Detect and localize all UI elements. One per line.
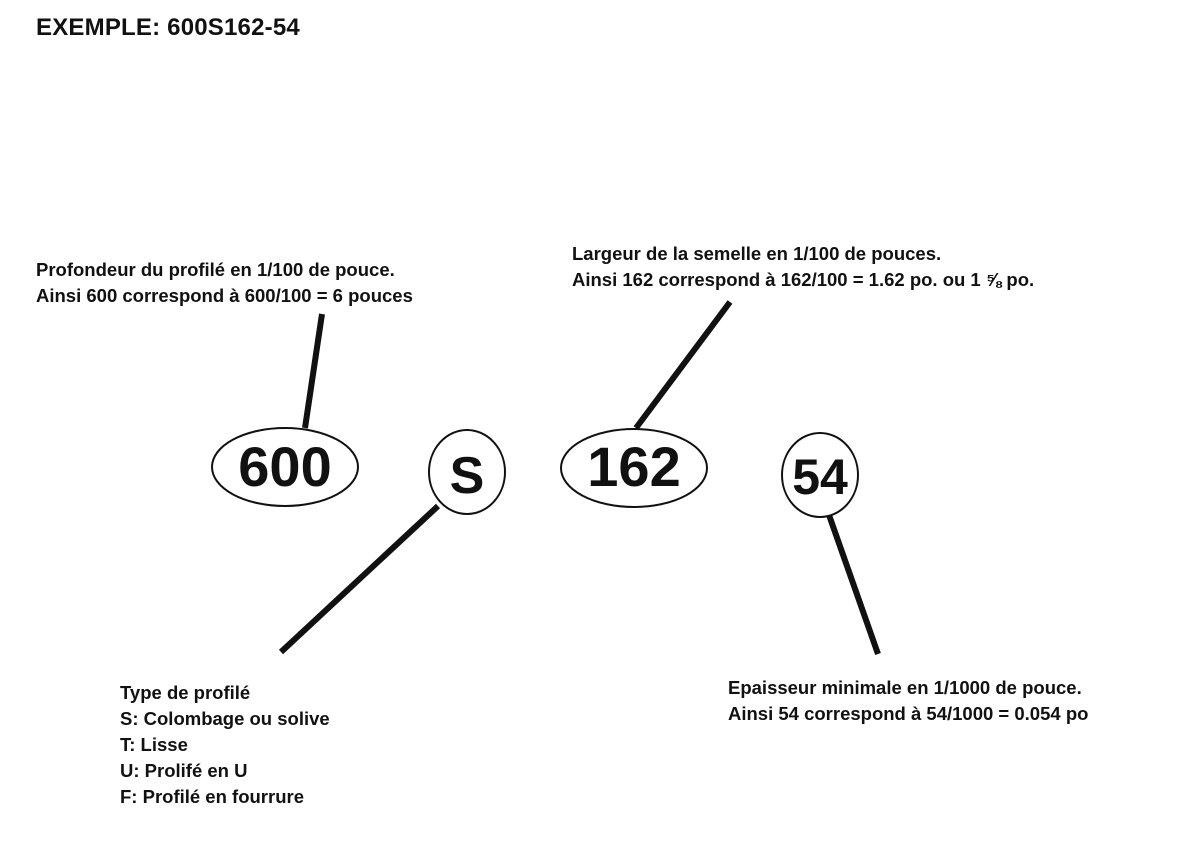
- diagram-title: EXEMPLE: 600S162-54: [36, 14, 300, 41]
- width-leader-line: [633, 300, 733, 430]
- thickness-ellipse: [781, 432, 859, 518]
- width-note-line-1: Largeur de la semelle en 1/100 de pouces…: [572, 243, 942, 264]
- depth-ellipse: [211, 427, 359, 507]
- type-note-item-f: F: Profilé en fourrure: [120, 786, 304, 807]
- thickness-code: 54: [792, 449, 848, 505]
- depth-note-line-1: Profondeur du profilé en 1/100 de pouce.: [36, 259, 395, 280]
- width-note-line-2: Ainsi 162 correspond à 162/100 = 1.62 po…: [572, 269, 1035, 290]
- type-ellipse: [428, 429, 506, 515]
- depth-note: Profondeur du profilé en 1/100 de pouce.…: [36, 257, 413, 309]
- depth-leader-line: [302, 313, 325, 429]
- thickness-note-line-1: Epaisseur minimale en 1/1000 de pouce.: [728, 677, 1082, 698]
- thickness-note: Epaisseur minimale en 1/1000 de pouce. A…: [728, 675, 1088, 727]
- type-leader-line: [278, 503, 441, 655]
- type-note-item-t: T: Lisse: [120, 734, 188, 755]
- type-note-item-s: S: Colombage ou solive: [120, 708, 330, 729]
- width-ellipse: [560, 428, 708, 508]
- width-code: 162: [587, 435, 680, 498]
- width-note: Largeur de la semelle en 1/100 de pouces…: [572, 241, 1034, 293]
- thickness-note-line-2: Ainsi 54 correspond à 54/1000 = 0.054 po: [728, 703, 1089, 724]
- depth-note-line-2: Ainsi 600 correspond à 600/100 = 6 pouce…: [36, 285, 413, 306]
- type-code: S: [450, 447, 485, 505]
- thickness-leader-line: [826, 514, 881, 655]
- type-note-heading: Type de profilé: [120, 682, 251, 703]
- depth-code: 600: [238, 435, 331, 498]
- type-note-item-u: U: Prolifé en U: [120, 760, 248, 781]
- type-note: Type de profilé S: Colombage ou solive T…: [120, 680, 330, 810]
